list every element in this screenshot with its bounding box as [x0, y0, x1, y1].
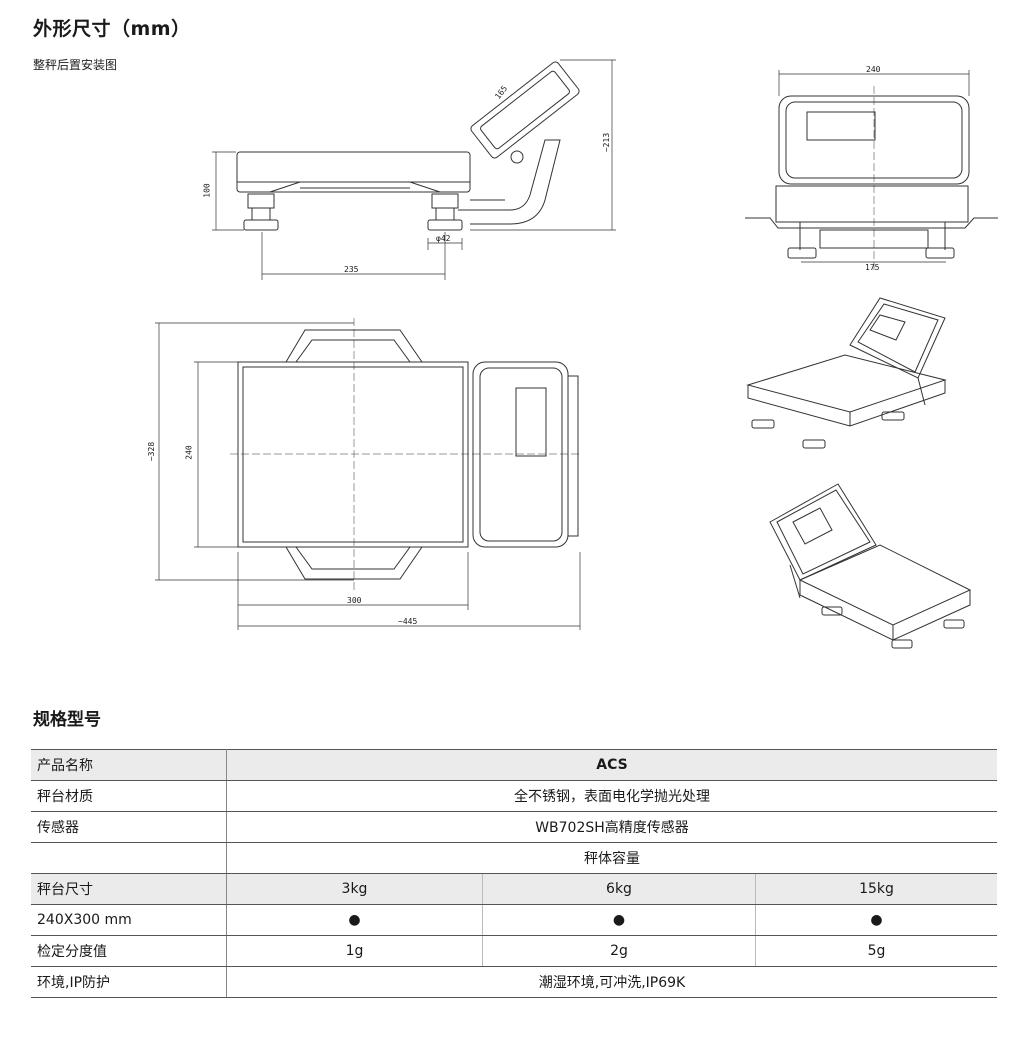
size-mark: ●	[226, 904, 483, 936]
material-value: 全不锈钢，表面电化学抛光处理	[226, 780, 997, 812]
top-view-drawing	[155, 318, 581, 630]
table-row: 产品名称 ACS	[31, 749, 997, 781]
dim-top-depth: 240	[184, 445, 194, 460]
dim-foot-diameter: φ42	[436, 234, 451, 243]
division-cell: 1g	[226, 935, 483, 967]
capacity-cell: 15kg	[755, 873, 997, 905]
material-label: 秤台材质	[31, 780, 227, 812]
side-view-drawing	[212, 59, 616, 280]
table-row: 检定分度值 1g 2g 5g	[31, 935, 997, 967]
table-row: 240X300 mm ● ● ●	[31, 904, 997, 936]
size-mark: ●	[755, 904, 997, 936]
table-row: 秤台材质 全不锈钢，表面电化学抛光处理	[31, 780, 997, 812]
dim-front-foot-span: 175	[865, 263, 880, 272]
product-name-value: ACS	[226, 749, 997, 781]
division-cell: 2g	[482, 935, 756, 967]
dim-top-width: 300	[347, 596, 362, 605]
size-label: 秤台尺寸	[31, 873, 227, 905]
size-mark: ●	[482, 904, 756, 936]
spec-title: 规格型号	[33, 710, 101, 730]
table-row: 传感器 WB702SH高精度传感器	[31, 811, 997, 843]
table-row: 秤台尺寸 3kg 6kg 15kg	[31, 873, 997, 905]
sensor-label: 传感器	[31, 811, 227, 843]
dim-total-height: ~213	[602, 132, 612, 153]
page-title: 外形尺寸（mm）	[33, 18, 191, 40]
spec-table: 产品名称 ACS 秤台材质 全不锈钢，表面电化学抛光处理 传感器 WB702SH…	[31, 749, 997, 998]
product-name-label: 产品名称	[31, 749, 227, 781]
isometric-view-1	[746, 297, 947, 449]
table-row: 环境,IP防护 潮湿环境,可冲洗,IP69K	[31, 966, 997, 998]
dim-foot-span-side: 235	[344, 265, 359, 274]
isometric-view-2	[769, 483, 972, 649]
division-label: 检定分度值	[31, 935, 227, 967]
dim-platform-height: 100	[202, 183, 212, 198]
table-row: 秤体容量	[31, 842, 997, 874]
capacity-cell: 3kg	[226, 873, 483, 905]
env-label: 环境,IP防护	[31, 966, 227, 998]
front-view-drawing	[745, 70, 998, 270]
env-value: 潮湿环境,可冲洗,IP69K	[226, 966, 997, 998]
drawing-caption: 整秤后置安装图	[33, 58, 118, 72]
dim-front-width: 240	[866, 65, 881, 74]
dim-total-length: ~445	[398, 617, 418, 626]
dim-top-depth-outer: ~328	[147, 441, 157, 462]
division-cell: 5g	[755, 935, 997, 967]
capacity-cell: 6kg	[482, 873, 756, 905]
technical-drawings	[155, 59, 998, 649]
capacity-header: 秤体容量	[226, 842, 997, 874]
size-row-label: 240X300 mm	[31, 904, 227, 936]
sensor-value: WB702SH高精度传感器	[226, 811, 997, 843]
